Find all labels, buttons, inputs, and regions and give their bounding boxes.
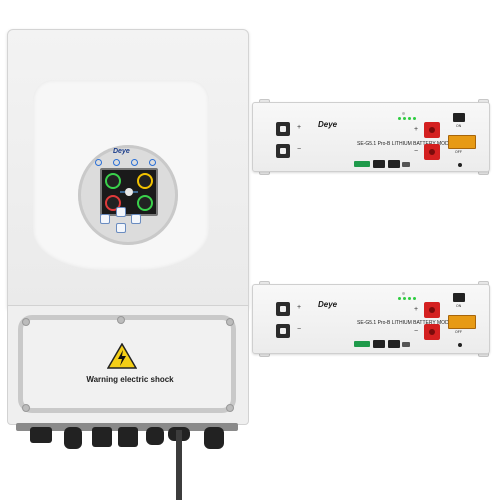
comm-port	[388, 340, 400, 348]
plus-label: +	[414, 306, 419, 313]
comm-port	[373, 340, 385, 348]
battery-model-label: SE-G5.1 Pro-B LITHIUM BATTERY MODULE	[357, 141, 459, 147]
inverter-brand-logo: Deye	[113, 148, 130, 155]
battery-port	[276, 122, 290, 136]
cable-gland	[92, 427, 112, 447]
cable-gland	[204, 427, 224, 449]
off-label: OFF	[455, 330, 462, 334]
status-led	[402, 112, 405, 115]
comm-port	[388, 160, 400, 168]
status-led	[402, 292, 405, 295]
keypad-down-button[interactable]	[131, 214, 141, 224]
cable-gland	[64, 427, 82, 449]
battery-model-label: SE-G5.1 Pro-B LITHIUM BATTERY MODULE	[357, 320, 459, 326]
negative-terminal	[424, 324, 440, 340]
soc-led	[413, 117, 416, 120]
power-switch[interactable]	[453, 293, 465, 302]
soc-led	[398, 117, 401, 120]
soc-led	[403, 117, 406, 120]
dry-contact-connector	[354, 161, 370, 167]
lcd-screen	[100, 168, 158, 216]
plus-label: +	[297, 124, 302, 131]
screw	[117, 316, 125, 324]
status-icon	[113, 159, 120, 166]
battery-port	[276, 144, 290, 158]
power-cable	[176, 430, 182, 500]
electric-shock-warning-icon	[107, 343, 137, 369]
plus-label: +	[414, 126, 419, 133]
dry-contact-connector	[354, 341, 370, 347]
dip-switch	[402, 342, 410, 347]
dip-switch	[402, 162, 410, 167]
keypad-enter-button[interactable]	[116, 223, 126, 233]
off-label: OFF	[455, 150, 462, 154]
minus-label: −	[414, 148, 419, 155]
plus-label: +	[297, 304, 302, 311]
soc-led	[403, 297, 406, 300]
battery-module-1	[252, 102, 490, 172]
soc-led	[408, 297, 411, 300]
battery-port	[276, 302, 290, 316]
battery-brand-logo: Deye	[318, 300, 338, 309]
power-switch[interactable]	[453, 113, 465, 122]
keypad-menu-button[interactable]	[116, 207, 126, 217]
minus-label: −	[297, 326, 302, 333]
warning-label: Warning electric shock	[86, 375, 174, 384]
status-icon	[95, 159, 102, 166]
positive-terminal	[424, 122, 440, 138]
circuit-breaker[interactable]	[448, 315, 476, 329]
circuit-breaker[interactable]	[448, 135, 476, 149]
wiring-cover	[18, 315, 236, 413]
soc-led	[413, 297, 416, 300]
screw	[226, 318, 234, 326]
screw	[22, 404, 30, 412]
negative-terminal	[424, 144, 440, 160]
comm-port	[373, 160, 385, 168]
positive-terminal	[424, 302, 440, 318]
battery-brand-logo: Deye	[318, 120, 338, 129]
soc-led	[398, 297, 401, 300]
ground-screw	[458, 343, 462, 347]
status-icon	[149, 159, 156, 166]
screw	[22, 318, 30, 326]
lcd-gauges-icon	[105, 173, 153, 211]
battery-port	[276, 324, 290, 338]
keypad-up-button[interactable]	[100, 214, 110, 224]
screw	[226, 404, 234, 412]
cable-gland	[146, 427, 164, 445]
cable-gland	[118, 427, 138, 447]
minus-label: −	[414, 328, 419, 335]
on-label: ON	[456, 304, 462, 308]
minus-label: −	[297, 146, 302, 153]
on-label: ON	[456, 124, 462, 128]
pv-connector	[30, 427, 52, 443]
status-icon	[131, 159, 138, 166]
ground-screw	[458, 163, 462, 167]
soc-led	[408, 117, 411, 120]
